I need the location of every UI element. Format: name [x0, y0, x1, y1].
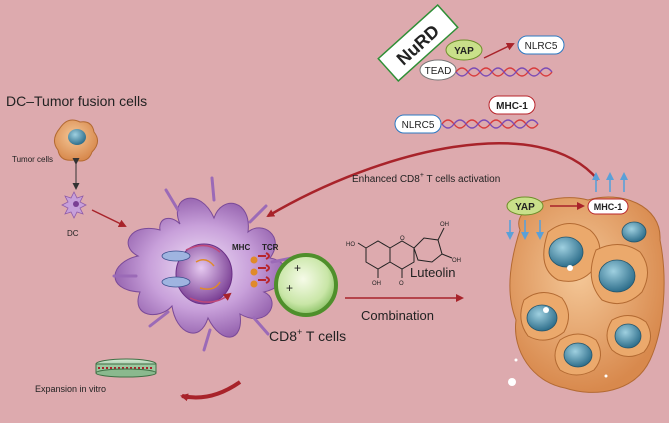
- cd8-label: CD8+ T cells: [269, 327, 346, 344]
- cd8-t-cell: + +: [274, 253, 338, 317]
- tumor-cells-label: Tumor cells: [12, 155, 53, 164]
- o-ring: O: [400, 236, 405, 242]
- fusion-dc-cell: [112, 176, 294, 352]
- mhc1-tumor-badge: MHC-1: [587, 198, 629, 215]
- tcr-label: TCR: [262, 243, 279, 252]
- expansion-label: Expansion in vitro: [35, 384, 106, 394]
- arrow-yap-to-nlrc5: [483, 43, 515, 59]
- expansion-arrow: [180, 380, 242, 402]
- oh-2: OH: [440, 222, 449, 228]
- dc-small: [61, 191, 87, 219]
- yap-tumor-badge: YAP: [506, 196, 544, 216]
- nlrc5-mid-label: NLRC5: [402, 120, 435, 131]
- dna-strand-top-2: [455, 67, 553, 77]
- dna-strand-mid-2: [441, 119, 539, 129]
- mhc1-tumor-label: MHC-1: [594, 202, 623, 212]
- activation-arrow: [266, 142, 599, 218]
- fusion-title: DC–Tumor fusion cells: [6, 93, 147, 109]
- mhc1-top-label: MHC-1: [496, 101, 528, 112]
- nlrc5-top-label: NLRC5: [525, 41, 558, 52]
- tead-label: TEAD: [425, 66, 452, 77]
- mhc1-top-badge: MHC-1: [488, 95, 536, 115]
- activation-label: Enhanced CD8+ T cells activation: [352, 172, 500, 185]
- luteolin-structure: [357, 227, 453, 278]
- oh-4: OH: [372, 281, 381, 287]
- dc-to-fusion-arrow: [91, 209, 127, 227]
- nlrc5-mid-badge: NLRC5: [394, 114, 442, 134]
- tumor-mass: [508, 196, 665, 393]
- yap-tumor-label: YAP: [515, 202, 535, 213]
- oh-1: HO: [346, 242, 355, 248]
- plus-1: +: [294, 261, 301, 275]
- tumor-cell-small: [54, 119, 98, 162]
- mhc-tcr-synapse: [250, 252, 270, 288]
- up-arrows: [592, 172, 628, 192]
- yap-top-badge: YAP: [445, 39, 483, 61]
- combination-label: Combination: [361, 308, 434, 323]
- dc-label: DC: [67, 229, 79, 238]
- o-keto: O: [399, 281, 404, 287]
- yap-top-label: YAP: [454, 46, 474, 57]
- plus-2: +: [286, 281, 293, 295]
- culture-dish: [95, 358, 157, 378]
- luteolin-label: Luteolin: [410, 265, 456, 280]
- nlrc5-top-badge: NLRC5: [517, 35, 565, 55]
- tead-badge: TEAD: [419, 59, 457, 81]
- oh-3: OH: [452, 258, 461, 264]
- down-arrows: [506, 220, 544, 240]
- mhc-label: MHC: [232, 243, 250, 252]
